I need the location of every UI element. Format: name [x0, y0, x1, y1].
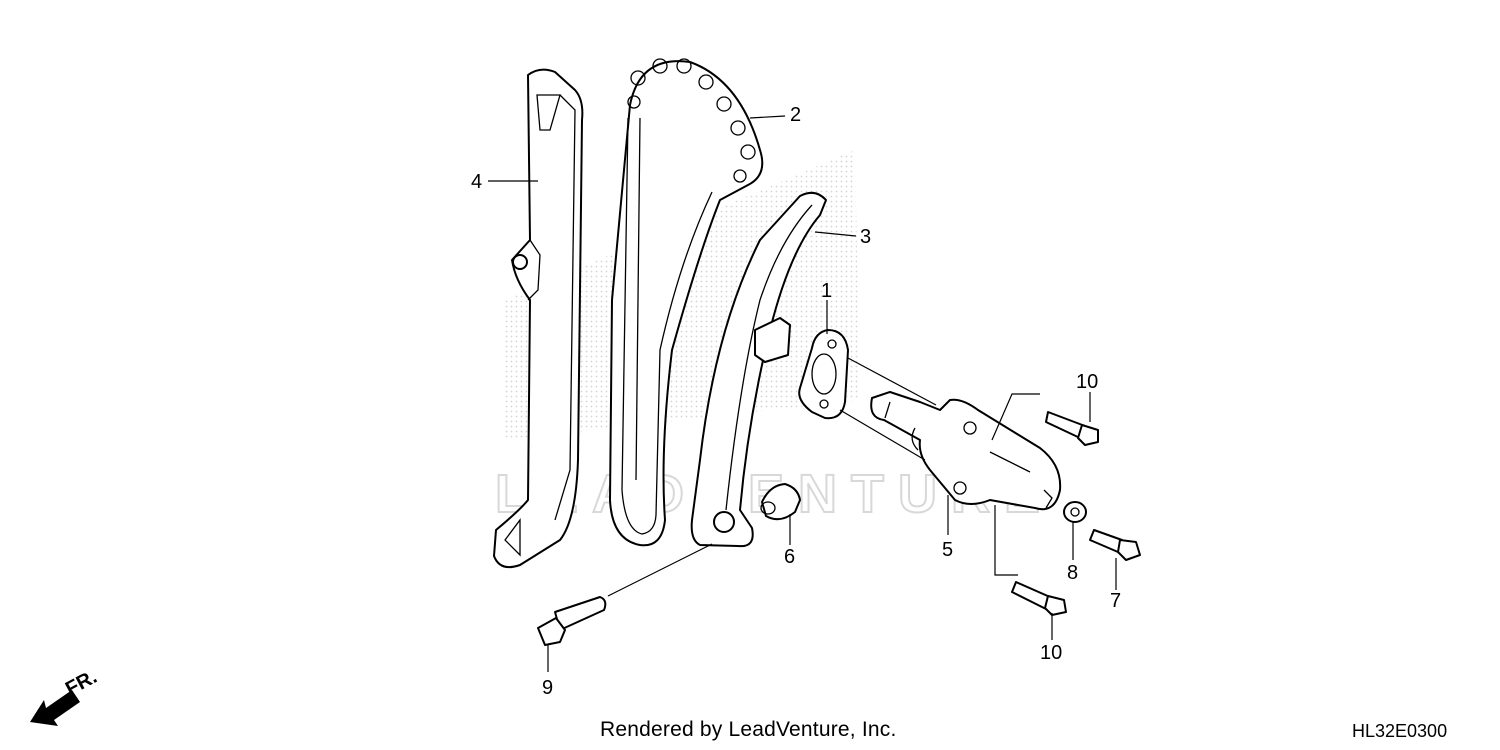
callout-7: 7: [1110, 590, 1121, 612]
cam-chain[interactable]: [609, 58, 764, 547]
callout-3: 3: [860, 226, 871, 248]
bolt-7[interactable]: [1089, 529, 1141, 561]
callout-1: 1: [821, 280, 832, 302]
cam-chain-guide[interactable]: [493, 68, 584, 569]
chain-links: [627, 58, 756, 183]
callout-10-bottom: 10: [1040, 642, 1062, 664]
arrow-icon: [30, 690, 80, 726]
diagram-code: HL32E0300: [1352, 721, 1448, 741]
callout-9: 9: [542, 677, 553, 699]
callout-8: 8: [1067, 562, 1078, 584]
bolt-10-top[interactable]: [1045, 411, 1099, 446]
front-direction-indicator: FR.: [30, 666, 101, 726]
callout-4: 4: [471, 171, 482, 193]
callout-labels: 4 2 3 1 10 5 6 8 7 10 9: [471, 104, 1121, 699]
bolt-9[interactable]: [537, 596, 607, 646]
callout-10-top: 10: [1076, 371, 1098, 393]
callout-5: 5: [942, 539, 953, 561]
sealing-washer[interactable]: [1063, 501, 1087, 523]
cam-chain-tensioner-slider[interactable]: [690, 191, 827, 548]
tensioner-gasket[interactable]: [798, 329, 849, 420]
cam-chain-tensioner-lifter[interactable]: [870, 391, 1062, 511]
guide-bolt-collar[interactable]: [760, 483, 801, 521]
callout-2: 2: [790, 104, 801, 126]
bolt-10-bottom[interactable]: [1011, 581, 1067, 616]
callout-6: 6: [784, 546, 795, 568]
render-credit: Rendered by LeadVenture, Inc.: [600, 718, 897, 741]
leader-lines: [488, 115, 1117, 672]
